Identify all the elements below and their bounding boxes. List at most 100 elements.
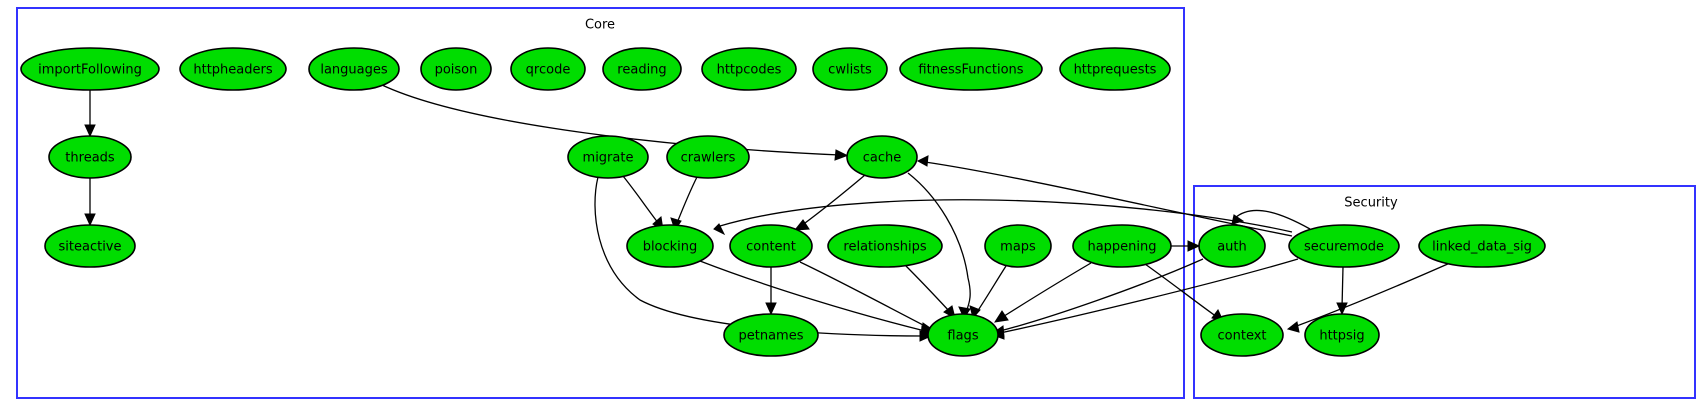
edge-line bbox=[907, 172, 971, 313]
edge-importFollowing-to-threads bbox=[84, 90, 96, 138]
node-shape[interactable] bbox=[1418, 224, 1546, 268]
edge-maps-to-flags bbox=[969, 265, 1007, 320]
cluster-label-security: Security bbox=[1344, 196, 1398, 211]
edge-linked_data_sig-to-context bbox=[1286, 262, 1451, 333]
arrowhead-icon bbox=[916, 155, 929, 167]
node-shape[interactable] bbox=[1200, 313, 1284, 357]
cluster-border-core bbox=[16, 7, 1185, 399]
node-shape[interactable] bbox=[1288, 224, 1400, 268]
node-relationships[interactable]: relationships bbox=[827, 224, 943, 268]
node-shape[interactable] bbox=[20, 47, 160, 91]
node-httpcodes[interactable]: httpcodes bbox=[701, 47, 797, 91]
nodes-layer: importFollowing httpheaders languages poiso… bbox=[20, 47, 1546, 357]
edge-line bbox=[622, 175, 660, 225]
node-shape[interactable] bbox=[1304, 313, 1380, 357]
edge-line bbox=[676, 176, 698, 224]
edge-line bbox=[594, 176, 926, 337]
node-shape[interactable] bbox=[1059, 47, 1171, 91]
node-shape[interactable] bbox=[701, 47, 797, 91]
edge-content-to-petnames bbox=[765, 267, 777, 316]
edge-securemode-to-cache bbox=[916, 155, 1293, 237]
arrowhead-icon bbox=[834, 149, 849, 161]
node-shape[interactable] bbox=[846, 135, 918, 179]
edge-line bbox=[976, 265, 1007, 313]
node-poison[interactable]: poison bbox=[420, 47, 492, 91]
node-shape[interactable] bbox=[626, 224, 714, 268]
node-shape[interactable] bbox=[984, 224, 1052, 268]
node-shape[interactable] bbox=[927, 313, 999, 357]
node-migrate[interactable]: migrate bbox=[567, 135, 649, 179]
node-shape[interactable] bbox=[179, 47, 287, 91]
node-httprequests[interactable]: httprequests bbox=[1059, 47, 1171, 91]
node-content[interactable]: content bbox=[729, 224, 813, 268]
edge-threads-to-siteactive bbox=[84, 178, 96, 227]
node-securemode[interactable]: securemode bbox=[1288, 224, 1400, 268]
edge-migrate-to-blocking bbox=[622, 175, 664, 231]
node-shape[interactable] bbox=[666, 135, 750, 179]
node-shape[interactable] bbox=[510, 47, 586, 91]
node-shape[interactable] bbox=[44, 224, 136, 268]
node-siteactive[interactable]: siteactive bbox=[44, 224, 136, 268]
arrowhead-icon bbox=[1231, 214, 1245, 225]
edge-relationships-to-flags bbox=[904, 264, 956, 319]
node-happening[interactable]: happening bbox=[1072, 224, 1172, 268]
node-auth[interactable]: auth bbox=[1198, 224, 1266, 268]
node-languages[interactable]: languages bbox=[308, 47, 400, 91]
node-petnames[interactable]: petnames bbox=[723, 313, 819, 357]
node-fitnessFunctions[interactable]: fitnessFunctions bbox=[899, 47, 1043, 91]
edge-line bbox=[719, 199, 1293, 233]
arrowhead-icon bbox=[765, 302, 777, 316]
arrowhead-icon bbox=[1187, 240, 1201, 252]
node-shape[interactable] bbox=[1072, 224, 1172, 268]
arrowhead-icon bbox=[993, 310, 1009, 323]
node-reading[interactable]: reading bbox=[602, 47, 682, 91]
edge-line bbox=[1000, 262, 1092, 319]
cluster-core: Core bbox=[16, 7, 1185, 399]
node-shape[interactable] bbox=[48, 135, 132, 179]
arrowhead-icon bbox=[713, 223, 726, 236]
edge-auth-to-flags bbox=[991, 258, 1204, 338]
edge-line bbox=[381, 84, 841, 156]
cluster-security: Security bbox=[1193, 185, 1696, 399]
node-shape[interactable] bbox=[899, 47, 1043, 91]
edge-line bbox=[1144, 263, 1218, 318]
node-crawlers[interactable]: crawlers bbox=[666, 135, 750, 179]
edge-happening-to-auth bbox=[1171, 240, 1201, 252]
cluster-border-security bbox=[1193, 185, 1696, 399]
edge-securemode-to-auth bbox=[1231, 209, 1311, 230]
node-shape[interactable] bbox=[827, 224, 943, 268]
node-flags[interactable]: flags bbox=[927, 313, 999, 357]
node-qrcode[interactable]: qrcode bbox=[510, 47, 586, 91]
node-cache[interactable]: cache bbox=[846, 135, 918, 179]
node-shape[interactable] bbox=[1198, 224, 1266, 268]
node-context[interactable]: context bbox=[1200, 313, 1284, 357]
arrowhead-icon bbox=[84, 124, 96, 138]
node-threads[interactable]: threads bbox=[48, 135, 132, 179]
edge-line bbox=[999, 258, 1204, 332]
edge-line bbox=[799, 261, 928, 328]
node-blocking[interactable]: blocking bbox=[626, 224, 714, 268]
edge-happening-to-flags bbox=[993, 262, 1092, 323]
node-shape[interactable] bbox=[567, 135, 649, 179]
node-maps[interactable]: maps bbox=[984, 224, 1052, 268]
node-httpheaders[interactable]: httpheaders bbox=[179, 47, 287, 91]
edge-languages-to-cache bbox=[381, 84, 849, 161]
node-shape[interactable] bbox=[723, 313, 819, 357]
node-shape[interactable] bbox=[812, 47, 888, 91]
node-cwlists[interactable]: cwlists bbox=[812, 47, 888, 91]
edge-line bbox=[699, 260, 926, 332]
node-shape[interactable] bbox=[602, 47, 682, 91]
node-shape[interactable] bbox=[308, 47, 400, 91]
node-importFollowing[interactable]: importFollowing bbox=[20, 47, 160, 91]
node-linked_data_sig[interactable]: linked_data_sig bbox=[1418, 224, 1546, 268]
node-shape[interactable] bbox=[420, 47, 492, 91]
edge-crawlers-to-blocking bbox=[670, 176, 698, 232]
edge-cache-to-content bbox=[793, 174, 866, 231]
cluster-label-core: Core bbox=[585, 18, 615, 33]
node-httpsig[interactable]: httpsig bbox=[1304, 313, 1380, 357]
node-shape[interactable] bbox=[729, 224, 813, 268]
edge-line bbox=[800, 174, 866, 227]
